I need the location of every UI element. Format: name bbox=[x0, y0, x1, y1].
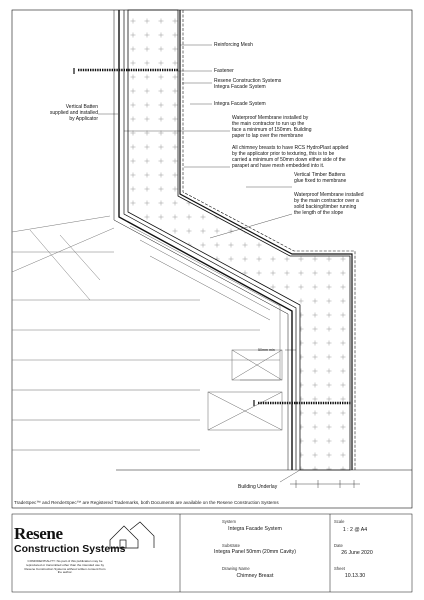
batten-line bbox=[113, 10, 289, 470]
timber-frame bbox=[11, 215, 280, 361]
scale-key: Scale bbox=[334, 519, 345, 524]
logo-subtitle: Construction Systems bbox=[14, 543, 126, 555]
drawing-name-key: Drawing Name bbox=[222, 566, 250, 571]
house-logo-icon bbox=[109, 521, 155, 549]
label-fastener: Fastener bbox=[214, 68, 234, 74]
label-resene-system: Resene Construction Systems Integra Faca… bbox=[214, 78, 282, 90]
membrane-line bbox=[118, 10, 293, 470]
confidentiality-note: CONFIDENTIALITY: No part of this publica… bbox=[24, 559, 106, 575]
integra-panel-upper bbox=[127, 9, 351, 471]
date-value: 26 June 2020 bbox=[341, 550, 373, 556]
drawing-name-value: Chimney Breast bbox=[236, 573, 274, 579]
label-timber-battens: Vertical Timber Battens glue fixed to me… bbox=[294, 172, 347, 184]
label-hydroplast: All chimney breasts to have RCS HydroPla… bbox=[232, 145, 349, 169]
render-outer-line bbox=[179, 10, 353, 470]
sheet-value: 10.13.30 bbox=[344, 573, 366, 579]
substrate-value: Integra Panel 50mm (20mm Cavity) bbox=[214, 549, 296, 555]
label-membrane-1: Waterproof Membrane installed by the mai… bbox=[232, 115, 312, 139]
label-building-underlay: Building Underlay bbox=[238, 484, 278, 490]
screw-lower bbox=[253, 400, 352, 406]
label-integra-facade: Integra Facade System bbox=[214, 101, 266, 107]
system-value: Integra Facade System bbox=[228, 526, 282, 532]
label-membrane-2: Waterproof Membrane installed by the mai… bbox=[294, 192, 364, 216]
cavity-line bbox=[123, 10, 297, 470]
label-min-dimension: 50mm min bbox=[258, 348, 275, 352]
dimension-base bbox=[290, 480, 360, 488]
system-key: System bbox=[222, 519, 236, 524]
label-reinforcing-mesh: Reinforcing Mesh bbox=[214, 42, 253, 48]
label-vertical-batten: Vertical Batten supplied and installed b… bbox=[49, 104, 98, 122]
screw-upper bbox=[73, 68, 178, 74]
logo-wordmark: Resene bbox=[14, 524, 63, 543]
sheet-key: Sheet bbox=[334, 566, 345, 571]
scale-value: 1 : 2 @ A4 bbox=[342, 527, 368, 533]
drawing-frame bbox=[11, 9, 413, 509]
render-outer-line-2 bbox=[182, 10, 356, 470]
title-block-frame bbox=[11, 513, 413, 593]
trademark-note: TradeSpec™ and RenderSpec™ are Registere… bbox=[14, 500, 279, 505]
date-key: Date bbox=[334, 543, 343, 548]
roof-rafters bbox=[12, 225, 283, 451]
leaders bbox=[98, 44, 301, 483]
substrate-key: Substrate bbox=[222, 543, 240, 548]
